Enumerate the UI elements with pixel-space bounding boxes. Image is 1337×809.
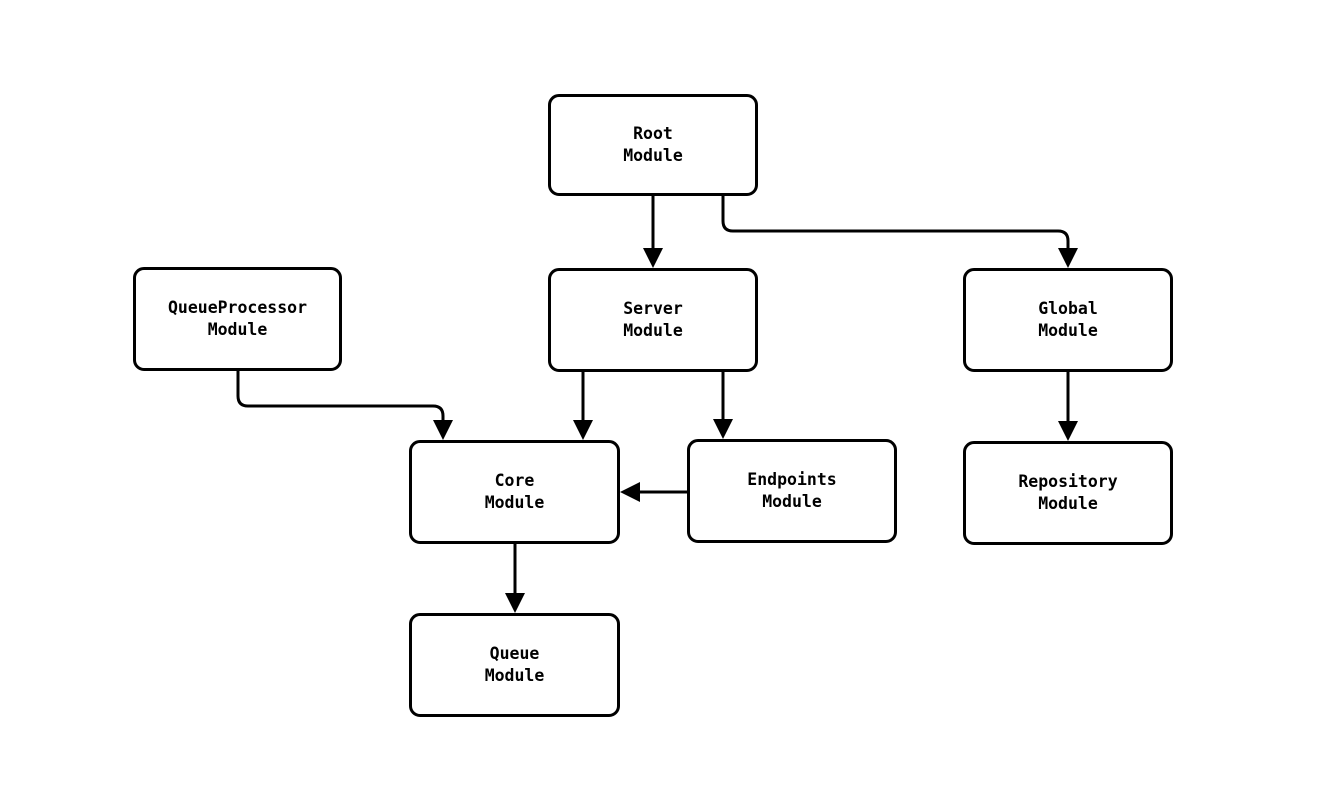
edge-server-to-endpoints xyxy=(713,372,733,439)
node-label-queue-module: Queue Module xyxy=(484,644,545,685)
node-label-global-module: Global Module xyxy=(1038,299,1098,340)
node-endpoints-module[interactable]: Endpoints Module xyxy=(687,439,897,543)
node-label-root-module: Root Module xyxy=(623,124,683,165)
node-queueprocessor-module[interactable]: QueueProcessor Module xyxy=(133,267,342,371)
edge-core-to-queue xyxy=(505,544,525,613)
node-repository-module[interactable]: Repository Module xyxy=(963,441,1173,545)
node-queue-module[interactable]: Queue Module xyxy=(409,613,620,717)
node-server-module[interactable]: Server Module xyxy=(548,268,758,372)
node-core-module[interactable]: Core Module xyxy=(409,440,620,544)
edge-endpoints-to-core xyxy=(620,482,687,502)
node-label-endpoints-module: Endpoints Module xyxy=(747,470,837,511)
node-label-repository-module: Repository Module xyxy=(1018,472,1118,513)
node-root-module[interactable]: Root Module xyxy=(548,94,758,196)
node-label-queueprocessor-module: QueueProcessor Module xyxy=(167,298,308,339)
edge-queueprocessor-to-core xyxy=(236,371,453,440)
edge-root-to-global xyxy=(721,196,1078,268)
node-global-module[interactable]: Global Module xyxy=(963,268,1173,372)
edge-root-to-server xyxy=(643,196,663,268)
edge-server-to-core xyxy=(573,372,593,440)
node-label-core-module: Core Module xyxy=(484,471,545,512)
edge-global-to-repository xyxy=(1058,372,1078,441)
node-label-server-module: Server Module xyxy=(623,299,683,340)
